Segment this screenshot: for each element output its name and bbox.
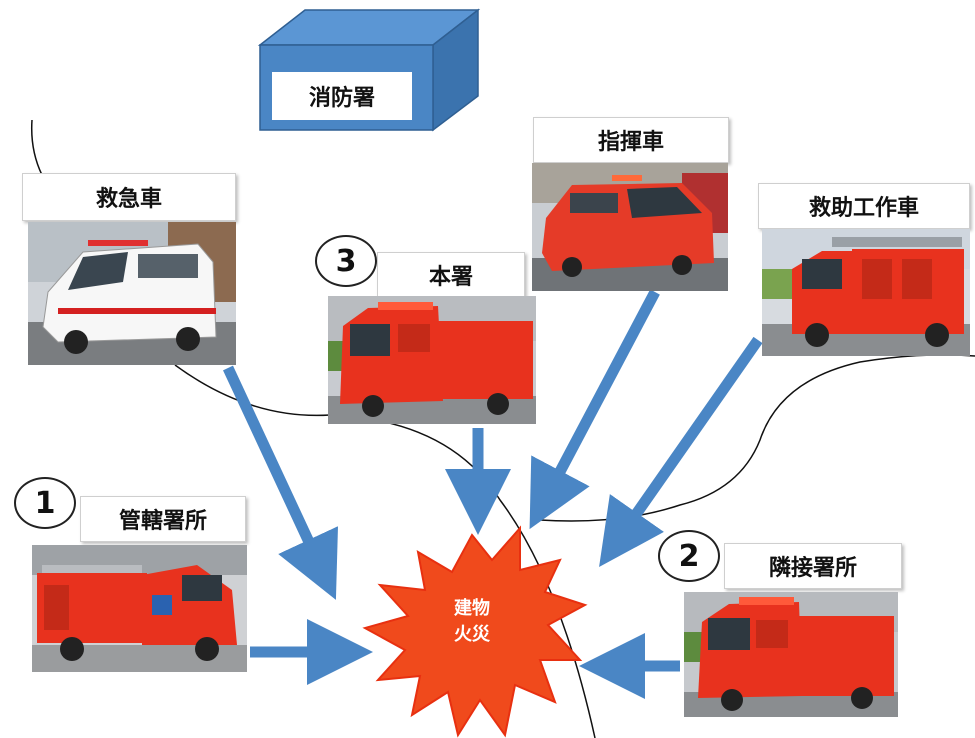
rescue-photo (762, 229, 970, 356)
label-main: 本署 (377, 252, 525, 298)
label-jurisdiction: 管轄署所 (80, 496, 246, 542)
label-ambulance: 救急車 (22, 173, 236, 221)
number-badge-main: 3 (315, 235, 377, 287)
command-photo (532, 163, 728, 291)
label-adjacent: 隣接署所 (724, 543, 902, 589)
arrow-rescue (599, 336, 763, 568)
rescue-truck-icon (762, 229, 970, 356)
command-car-icon (532, 163, 728, 291)
ambulance-photo (28, 222, 236, 365)
label-rescue: 救助工作車 (758, 183, 970, 229)
adjacent-photo (684, 592, 898, 717)
fire-engine-icon (684, 592, 898, 717)
fire-engine-icon (328, 296, 536, 424)
jurisdiction-photo (32, 545, 247, 672)
number-badge-adjacent: 2 (658, 530, 720, 582)
ambulance-icon (28, 222, 236, 365)
fire-label: 建物 火災 (454, 598, 490, 645)
arrow-command (529, 289, 660, 530)
main-photo (328, 296, 536, 424)
station-label: 消防署 (272, 72, 412, 120)
number-badge-jurisdiction: 1 (14, 477, 76, 529)
arrow-ambulance (223, 365, 338, 600)
label-command: 指揮車 (533, 117, 729, 163)
fire-engine-icon (32, 545, 247, 672)
